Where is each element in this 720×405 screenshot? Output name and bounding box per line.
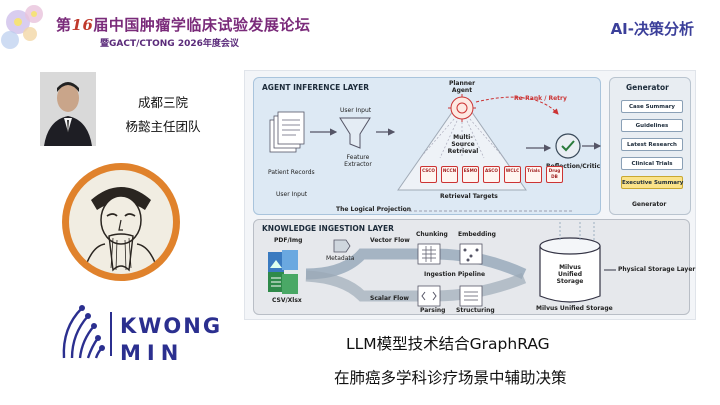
reflection-gear-icon (555, 133, 581, 159)
event-subtitle: 暨GACT/CTONG 2026年度会议 (100, 39, 239, 49)
generator-item: Latest Research (621, 138, 683, 151)
generator-item: Guidelines (621, 119, 683, 132)
ingestion-pipeline-label: Ingestion Pipeline (424, 271, 486, 278)
logo-line2: MIN (120, 341, 184, 364)
caption-line-1: LLM模型技术结合GraphRAG (346, 335, 550, 353)
reflection-critic-label: Reflection/Critic (546, 163, 601, 170)
generator-item: Clinical Trials (621, 157, 683, 170)
embedding-label: Embedding (458, 231, 496, 238)
metadata-tag-icon (333, 239, 351, 253)
presenter-photo (40, 72, 96, 146)
embedding-icon (459, 243, 483, 265)
logical-projection-label: The Logical Projection (336, 206, 412, 213)
section-title: AI-决策分析 (610, 20, 694, 38)
chunking-icon (417, 243, 441, 265)
structuring-icon (459, 285, 483, 307)
vector-flow-label: Vector Flow (370, 237, 410, 244)
multi-source-retrieval-label: Multi-Source Retrieval (447, 134, 479, 155)
pdf-img-label: PDF/Img (274, 237, 303, 244)
caption-line-2: 在肺癌多学科诊疗场景中辅助决策 (334, 369, 567, 387)
flower-decoration-icon (1, 5, 43, 49)
knowledge-layer-title: KNOWLEDGE INGESTION LAYER (262, 224, 394, 233)
retrieval-target-tile: ASCO (483, 166, 500, 183)
generator-item: Executive Summary (621, 176, 683, 189)
architecture-diagram: AGENT INFERENCE LAYER (244, 70, 696, 320)
generator-title: Generator (626, 83, 669, 92)
knowledge-flow-graphics (268, 220, 616, 307)
portrait-medallion (62, 163, 180, 281)
metadata-label: Metadata (326, 255, 355, 262)
retrieval-target-tile: NCCN (441, 166, 458, 183)
generator-caption: Generator (632, 201, 667, 208)
retrieval-target-tile: Drug DB (546, 166, 563, 183)
retrieval-target-tile: WCLC (504, 166, 521, 183)
physical-storage-label: Physical Storage Layer (618, 266, 696, 273)
chunking-label: Chunking (416, 231, 448, 238)
event-title: 第16届中国肿瘤学临床试验发展论坛 (56, 16, 311, 34)
parsing-label: Parsing (420, 307, 446, 314)
milvus-label: Milvus Unified Storage (556, 264, 584, 285)
kwongmin-logo: KWONG MIN (58, 302, 228, 365)
circuit-leaf-icon (62, 307, 103, 359)
patient-records-icon (269, 111, 305, 153)
institution-name: 成都三院 (137, 95, 188, 110)
parsing-icon (417, 285, 441, 307)
csv-xlsx-icon (268, 272, 298, 294)
planner-agent-label: Planner Agent (448, 80, 476, 94)
team-name: 杨懿主任团队 (125, 119, 201, 134)
retrieval-target-tile: Trials (525, 166, 542, 183)
milvus-caption: Milvus Unified Storage (536, 305, 613, 312)
user-input-top-label: User Input (340, 107, 372, 114)
feature-extractor-icon (339, 117, 371, 149)
knowledge-ingestion-layer: KNOWLEDGE INGESTION LAYER (253, 219, 695, 315)
csv-xlsx-label: CSV/Xlsx (272, 297, 302, 304)
generator-item: Case Summary (621, 100, 683, 113)
user-input-left-label: User Input (276, 191, 308, 198)
scalar-flow-label: Scalar Flow (370, 295, 409, 302)
retrieval-target-tile: ESMO (462, 166, 479, 183)
milvus-database-icon (539, 237, 601, 303)
retrieval-target-tile: CSCO (420, 166, 437, 183)
scholar-portrait-icon (82, 187, 160, 274)
agent-layer-title: AGENT INFERENCE LAYER (262, 83, 370, 92)
retrieval-targets-label: Retrieval Targets (440, 193, 498, 200)
planner-agent-icon (448, 94, 476, 122)
patient-records-label: Patient Records (268, 169, 315, 176)
feature-extractor-label: Feature Extractor (344, 154, 372, 168)
pdf-image-icon (268, 250, 298, 272)
rerank-retry-label: Re-Rank / Retry (514, 95, 567, 102)
logo-line1: KWONG (120, 314, 222, 338)
structuring-label: Structuring (456, 307, 495, 314)
agent-inference-layer: AGENT INFERENCE LAYER (253, 77, 602, 215)
